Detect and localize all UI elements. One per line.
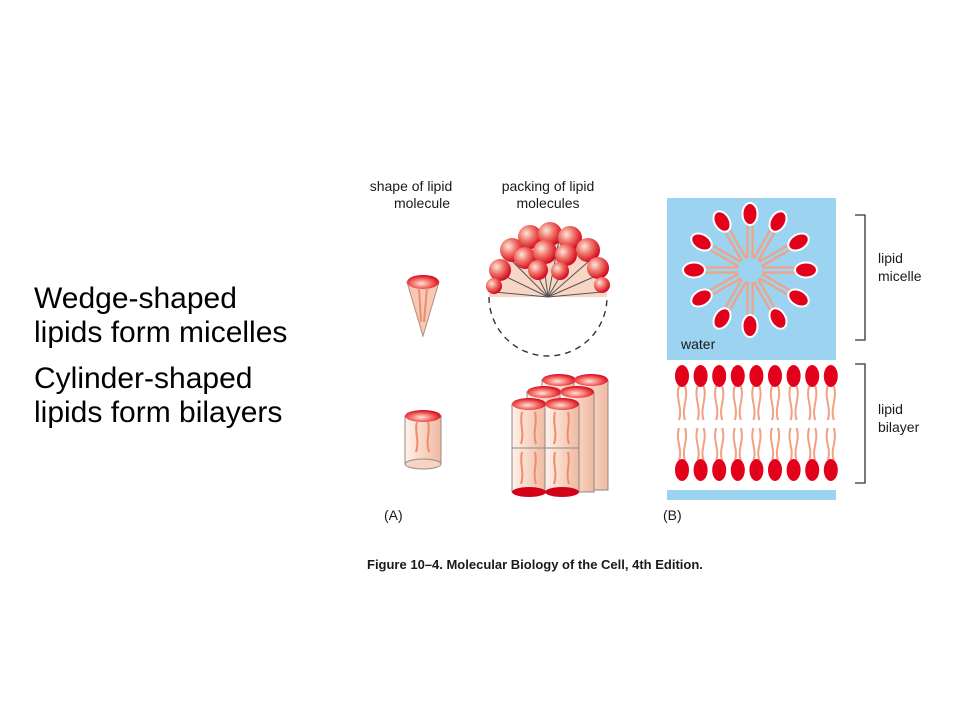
micelle-tail <box>723 230 743 262</box>
micelle-tail <box>758 243 790 263</box>
bilayer-tail-bottom <box>769 427 781 461</box>
bilayer-tail-bottom <box>695 427 706 461</box>
micelle-tail <box>758 277 790 297</box>
micelle-tail <box>752 228 772 259</box>
micelle-tail <box>757 230 777 262</box>
micelle-packing-sphere <box>486 222 610 357</box>
micelle-tail <box>761 248 792 268</box>
bilayer-tail-top <box>714 385 725 421</box>
header-packing-line2: molecules <box>516 195 579 211</box>
label-water: water <box>680 336 716 352</box>
bilayer-tail-top <box>695 385 706 421</box>
micelle-tail <box>728 281 748 312</box>
figure-caption: Figure 10–4. Molecular Biology of the Ce… <box>367 557 703 572</box>
micelle-tail <box>761 272 792 292</box>
micelle-tail <box>708 272 739 292</box>
micelle-tail <box>757 278 777 310</box>
bilayer-tail-bottom <box>788 427 799 461</box>
bilayer-head-top <box>823 365 838 387</box>
panel-a-label: (A) <box>384 507 403 523</box>
label-bilayer-line1: lipid <box>878 401 903 417</box>
micelle-head <box>690 232 713 252</box>
micelle-tail <box>728 228 748 259</box>
micelle-head <box>682 261 706 279</box>
bilayer-tail-bottom <box>732 427 743 461</box>
bilayer-tail-top <box>676 385 688 421</box>
bilayer-head-bottom <box>823 459 838 481</box>
micelle-head <box>741 314 759 338</box>
micelle-tail <box>710 277 742 297</box>
bilayer-head-top <box>749 365 764 387</box>
bilayer-head-top <box>805 365 820 387</box>
bilayer-head-top <box>675 365 689 387</box>
bilayer-head-bottom <box>768 459 782 481</box>
cylinder-lipid-shape <box>404 410 442 470</box>
micelle-tail <box>752 281 772 312</box>
bilayer-head-bottom <box>675 459 689 481</box>
bullet-cylinder-bilayers: Cylinder-shaped lipids form bilayers <box>34 362 283 429</box>
bilayer-bracket <box>855 363 866 484</box>
micelle-head <box>712 210 732 233</box>
bilayer-tail-bottom <box>751 427 762 461</box>
bilayer-head-top <box>712 365 727 387</box>
bilayer-head-bottom <box>730 459 745 481</box>
micelle-bracket <box>855 214 866 341</box>
bilayer-head-bottom <box>712 459 727 481</box>
micelle-head <box>768 307 788 330</box>
micelle-head <box>712 307 732 330</box>
bilayer-packing-cylinders <box>511 374 609 497</box>
bilayer-head-top <box>730 365 745 387</box>
label-micelle-line1: lipid <box>878 250 903 266</box>
wedge-lipid-shape <box>406 275 440 338</box>
bilayer-head-bottom <box>693 459 708 481</box>
bullet-list: Wedge-shaped lipids form micelles Cylind… <box>34 282 364 442</box>
bilayer-head-top <box>693 365 708 387</box>
header-shape-line1: shape of lipid <box>370 178 453 194</box>
bilayer-tail-top <box>732 385 743 421</box>
micelle-tail <box>710 243 742 263</box>
bullet-wedge-micelles: Wedge-shaped lipids form micelles <box>34 282 288 349</box>
bilayer-tail-top <box>769 385 781 421</box>
panel-b-label: (B) <box>663 507 682 523</box>
bilayer-head-top <box>768 365 782 387</box>
header-packing-line1: packing of lipid <box>502 178 595 194</box>
bilayer-tail-top <box>751 385 762 421</box>
bilayer-tail-bottom <box>714 427 725 461</box>
bilayer-tail-top <box>825 385 836 421</box>
micelle-head <box>690 288 713 308</box>
micelle-head <box>787 288 810 308</box>
bilayer-head-bottom <box>805 459 820 481</box>
micelle-head <box>741 202 759 226</box>
micelle-head <box>768 210 788 233</box>
bilayer-tail-bottom <box>825 427 836 461</box>
micelle-head <box>787 232 810 252</box>
bilayer-tail-bottom <box>807 427 818 461</box>
micelle-tail <box>723 278 743 310</box>
bilayer-tail-top <box>788 385 799 421</box>
bilayer-head-top <box>786 365 801 387</box>
bilayer-tail-bottom <box>676 427 688 461</box>
bilayer-cross-section <box>667 360 838 490</box>
label-bilayer-line2: bilayer <box>878 419 920 435</box>
bilayer-head-bottom <box>749 459 764 481</box>
micelle-cross-section <box>682 202 818 338</box>
micelle-tail <box>708 248 739 268</box>
header-shape-line2: molecule <box>394 195 450 211</box>
bilayer-head-bottom <box>786 459 801 481</box>
micelle-head <box>794 261 818 279</box>
label-micelle-line2: micelle <box>878 268 922 284</box>
bilayer-tail-top <box>807 385 818 421</box>
